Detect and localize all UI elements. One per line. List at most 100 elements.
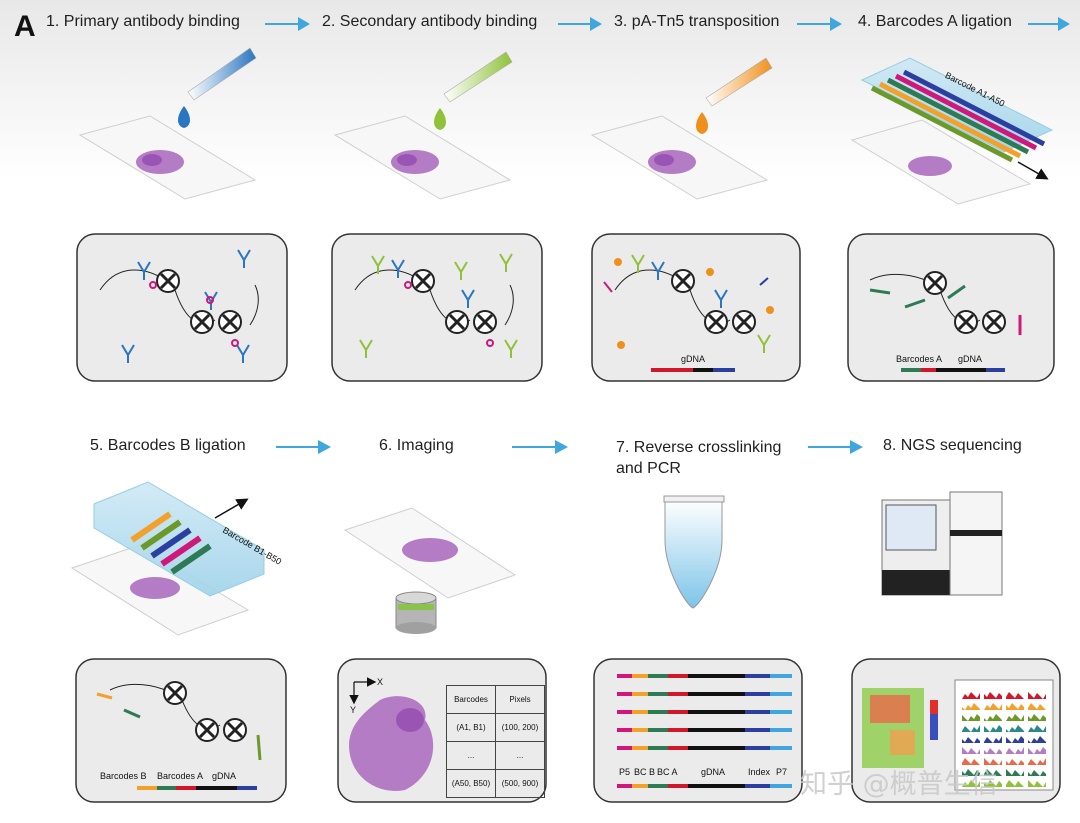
coverage-peak <box>984 692 1002 699</box>
table-cell: (500, 900) <box>495 769 545 798</box>
coverage-peak <box>1006 780 1024 787</box>
table-header-row: Barcodes Pixels <box>446 685 545 714</box>
coverage-peak <box>962 692 980 699</box>
barcodes-b-step5: Barcodes B <box>100 771 147 781</box>
coverage-peak <box>1006 736 1024 743</box>
step-3-slide <box>590 115 769 200</box>
gdna-step4: gDNA <box>958 354 983 364</box>
coverage-peak <box>1028 692 1046 699</box>
barcode-pixel-table: Barcodes Pixels (A1, B1) (100, 200) ... … <box>446 685 545 798</box>
table-cell: ... <box>446 741 496 770</box>
arrow-7-8 <box>808 440 863 454</box>
p5-label: P5 <box>619 767 631 777</box>
p7-label: P7 <box>776 767 788 777</box>
arrow-3-4 <box>797 17 842 31</box>
panel-1 <box>76 233 288 382</box>
bc-a-label: BC A <box>657 767 678 777</box>
coverage-peak <box>962 747 980 754</box>
pipette-blue <box>178 47 257 128</box>
coverage-peak <box>962 780 980 787</box>
coverage-peak <box>1028 736 1046 743</box>
step-5-slide <box>70 544 250 636</box>
ngs-sequencer <box>881 491 1003 596</box>
table-row: ... ... <box>446 741 545 770</box>
table-cell: ... <box>495 741 545 770</box>
coverage-peak <box>962 725 980 732</box>
step-1-label: 1. Primary antibody binding <box>46 13 240 30</box>
barcodes-a-step4: Barcodes A <box>896 354 943 364</box>
coverage-peak <box>984 748 1002 754</box>
coverage-peak <box>984 758 1002 765</box>
coverage-peak <box>1006 714 1024 721</box>
step-3-label: 3. pA-Tn5 transposition <box>614 13 780 30</box>
step-6-slide <box>343 507 517 599</box>
coverage-peak <box>1006 703 1024 710</box>
coverage-peak <box>1028 770 1046 776</box>
table-cell: (A1, B1) <box>446 713 496 742</box>
pipette-green <box>434 51 513 130</box>
coverage-peak <box>1006 769 1024 776</box>
index-label: Index <box>748 767 771 777</box>
axis-y-label: Y <box>350 705 357 715</box>
step-1-slide <box>78 115 257 200</box>
coverage-peak <box>984 736 1002 743</box>
coverage-peak <box>962 769 980 776</box>
gdna-step7: gDNA <box>701 767 726 777</box>
pcr-tube <box>663 495 725 609</box>
coverage-peak <box>1028 725 1046 732</box>
panel-3 <box>591 233 801 382</box>
coverage-peak <box>1006 725 1024 732</box>
coverage-peak <box>1028 747 1046 754</box>
table-cell: (A50, B50) <box>446 769 496 798</box>
coverage-peak <box>1028 780 1046 787</box>
arrow-6-7 <box>512 440 568 454</box>
table-row: (A50, B50) (500, 900) <box>446 769 545 798</box>
arrow-1-2 <box>265 17 310 31</box>
table-header: Barcodes <box>446 685 496 714</box>
pipette-orange <box>696 57 773 134</box>
step-6-label: 6. Imaging <box>379 437 454 454</box>
table-row: (A1, B1) (100, 200) <box>446 713 545 742</box>
barcode-a-chip <box>860 57 1054 180</box>
table-header: Pixels <box>495 685 545 714</box>
coverage-peak <box>1006 747 1024 754</box>
coverage-peak <box>1028 758 1046 765</box>
bc-b-label: BC B <box>634 767 656 777</box>
step-2-slide <box>333 115 512 200</box>
coverage-peak <box>1006 759 1024 765</box>
panel-8 <box>851 658 1061 803</box>
step-7-label: 7. Reverse crosslinking and PCR <box>616 439 782 477</box>
arrow-5-6 <box>276 440 331 454</box>
coverage-peak <box>984 714 1002 721</box>
coverage-peak <box>1006 692 1024 699</box>
step-4-label: 4. Barcodes A ligation <box>858 13 1012 30</box>
panel-5 <box>75 658 287 803</box>
coverage-peak <box>962 737 980 743</box>
coverage-peak <box>984 703 1002 710</box>
step-2-label: 2. Secondary antibody binding <box>322 13 538 30</box>
panel-4 <box>847 233 1055 382</box>
coverage-peak <box>962 714 980 721</box>
coverage-tracks <box>962 692 1046 787</box>
barcode-b-chip <box>93 481 265 597</box>
arrow-2-3 <box>558 17 602 31</box>
coverage-peak <box>962 703 980 710</box>
arrow-4-5 <box>1028 17 1070 31</box>
sequencing-reads <box>617 674 792 788</box>
step-5-label: 5. Barcodes B ligation <box>90 437 246 454</box>
step-4-slide <box>850 119 1032 205</box>
panel-2 <box>331 233 543 382</box>
watermark: 知乎 @概普生信 <box>800 769 998 800</box>
coverage-peak <box>962 758 980 765</box>
panel-letter: A <box>14 10 36 43</box>
axis-x-label: X <box>377 677 384 687</box>
step-8-label: 8. NGS sequencing <box>883 437 1022 454</box>
coverage-peak <box>984 780 1002 787</box>
coverage-peak <box>1028 714 1046 721</box>
table-cell: (100, 200) <box>495 713 545 742</box>
coverage-peak <box>1028 703 1046 710</box>
microscope-objective <box>395 591 437 634</box>
gdna-step3: gDNA <box>681 354 706 364</box>
barcodes-a-step5: Barcodes A <box>157 771 204 781</box>
